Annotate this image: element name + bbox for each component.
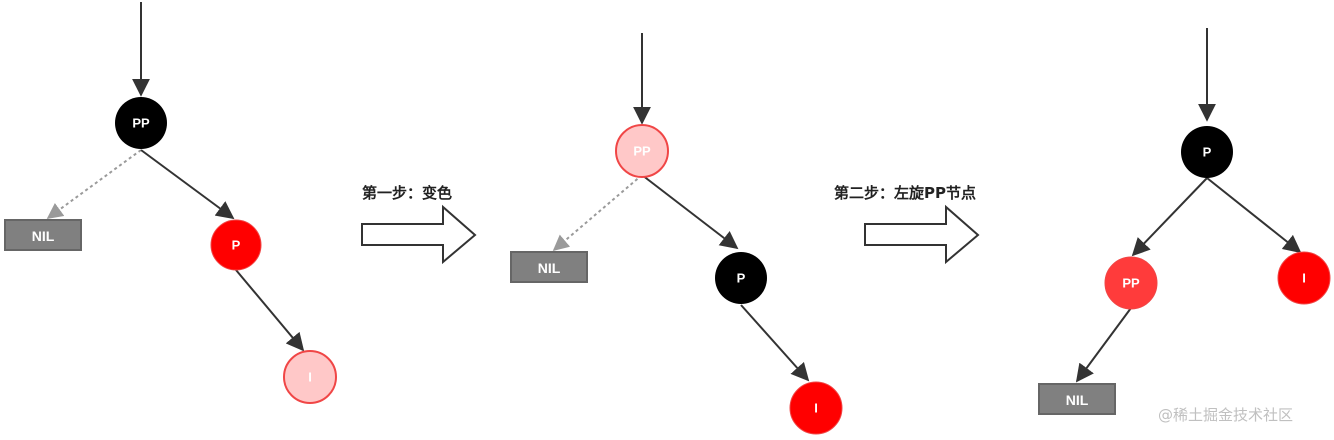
stage2-node-i [789,381,843,435]
stage1-edge-pp-nil [46,149,142,219]
stage1-tree: PP NIL P I [4,2,337,404]
stage1-nil-label: NIL [32,228,55,244]
stage3-tree: P PP I NIL [1038,28,1331,415]
stage1-node-p-label: P [232,238,241,253]
stage1-node-pp [115,97,167,149]
stage2-node-pp-label: PP [633,144,651,159]
step2-label: 第二步：左旋PP节点 [834,184,976,202]
stage2-edge-pp-nil [552,174,643,252]
stage1-node-pp-label: PP [132,116,150,131]
stage3-node-p-label: P [1203,145,1212,160]
stage2-node-pp [615,124,669,178]
stage2-node-i-label: I [814,401,818,416]
stage3-node-p [1181,126,1233,178]
stage2-edge-p-i [740,304,810,382]
stage3-edge-p-pp [1131,177,1208,257]
stage1-node-p [210,219,262,271]
stage3-node-pp [1104,256,1158,310]
step1-label: 第一步：变色 [362,184,452,202]
stage2-node-p [715,252,767,304]
stage2-tree: PP NIL P I [510,33,843,435]
stage2-nil-label: NIL [538,260,561,276]
step1-hollow-arrow [361,204,477,265]
watermark: @稀土掘金技术社区 [1158,406,1293,424]
stage2-nil-box [510,251,588,283]
step2-transition: 第二步：左旋PP节点 [834,184,980,265]
stage3-nil-label: NIL [1066,392,1089,408]
step1-transition: 第一步：变色 [361,184,477,265]
stage2-node-p-label: P [737,271,746,286]
stage1-edge-pp-p [140,149,235,220]
stage3-edge-pp-nil [1075,307,1132,383]
stage1-edge-p-i [235,269,305,352]
stage1-node-i [283,350,337,404]
stage3-nil-box [1038,383,1116,415]
stage3-edge-p-i [1206,177,1302,254]
stage3-node-i-label: I [1302,271,1306,286]
step2-hollow-arrow [864,204,980,265]
stage3-node-pp-label: PP [1122,276,1140,291]
stage1-node-i-label: I [308,370,312,385]
stage2-edge-pp-p [641,174,739,250]
stage1-nil-box [4,219,82,251]
stage3-node-i [1277,251,1331,305]
